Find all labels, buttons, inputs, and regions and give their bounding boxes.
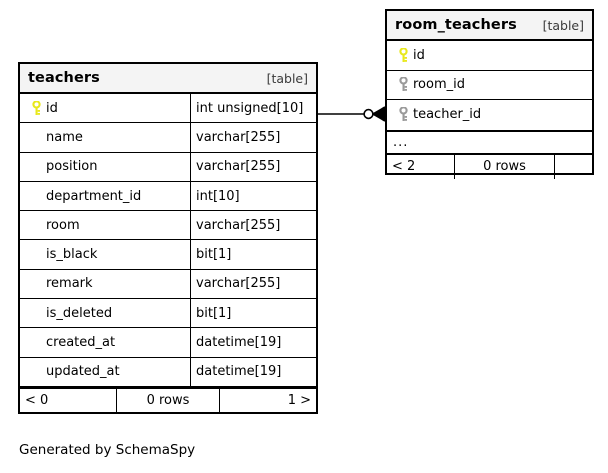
entity-type-tag: [table] <box>542 17 584 33</box>
column-type-label: bit[1] <box>190 299 316 328</box>
column-row[interactable]: position varchar[255] <box>20 152 316 182</box>
more-columns-indicator[interactable]: ... <box>387 132 592 155</box>
foreign-key-icon <box>393 77 413 92</box>
previous-page-button[interactable]: < 2 <box>392 159 416 174</box>
column-row[interactable]: created_at datetime[19] <box>20 328 316 358</box>
column-row[interactable]: room_id <box>387 71 592 100</box>
entity-footer-room-teachers: < 2 0 rows <box>387 154 592 179</box>
column-name-label: updated_at <box>46 364 120 380</box>
column-row[interactable]: updated_at datetime[19] <box>20 357 316 387</box>
entity-table-room-teachers[interactable]: room_teachers [table] id <box>385 9 594 179</box>
column-type-label: int unsigned[10] <box>190 94 316 123</box>
column-name-label: department_id <box>46 188 142 204</box>
column-name-cell: id <box>387 41 592 70</box>
column-row[interactable]: id int unsigned[10] <box>20 94 316 124</box>
row-count-label: 0 rows <box>454 154 555 179</box>
relationship-connector <box>318 98 386 130</box>
column-type-label: datetime[19] <box>190 357 316 386</box>
column-name-cell: position <box>20 153 190 181</box>
entity-title: teachers <box>28 70 100 86</box>
column-name-label: created_at <box>46 335 116 351</box>
foreign-key-icon <box>393 107 413 122</box>
crows-foot-marker <box>373 107 385 121</box>
zero-or-one-marker <box>363 108 374 120</box>
row-count-label: 0 rows <box>116 388 220 412</box>
column-row[interactable]: is_deleted bit[1] <box>20 299 316 329</box>
column-type-label: varchar[255] <box>190 123 316 152</box>
column-name-label: room_id <box>413 77 465 93</box>
entity-header-room-teachers: room_teachers [table] <box>387 11 592 41</box>
column-name-label: room <box>46 217 80 233</box>
column-row[interactable]: department_id int[10] <box>20 181 316 212</box>
column-row[interactable]: name varchar[255] <box>20 123 316 153</box>
column-type-label: varchar[255] <box>190 269 316 299</box>
column-name-label: name <box>46 129 83 145</box>
column-name-cell: is_black <box>20 240 190 268</box>
column-row[interactable]: id <box>387 41 592 71</box>
column-row[interactable]: teacher_id <box>387 100 592 130</box>
column-name-cell: is_deleted <box>20 299 190 327</box>
entity-header-teachers: teachers [table] <box>20 64 316 94</box>
entity-footer-teachers: < 0 0 rows 1 > <box>20 386 316 412</box>
column-name-cell: name <box>20 123 190 151</box>
column-type-label: varchar[255] <box>190 152 316 181</box>
column-type-label: varchar[255] <box>190 211 316 240</box>
column-name-label: remark <box>46 276 93 292</box>
next-page-button[interactable]: 1 > <box>287 392 311 408</box>
column-name-label: is_black <box>46 247 98 263</box>
column-name-label: is_deleted <box>46 305 113 321</box>
column-name-label: position <box>46 159 98 175</box>
column-type-label: bit[1] <box>190 240 316 269</box>
column-row[interactable]: is_black bit[1] <box>20 240 316 270</box>
entity-title: room_teachers <box>395 17 517 33</box>
column-row[interactable]: remark varchar[255] <box>20 269 316 300</box>
column-type-label: int[10] <box>190 181 316 211</box>
entity-type-tag: [table] <box>266 70 308 86</box>
column-name-cell: id <box>20 94 190 122</box>
column-name-cell: remark <box>20 270 190 298</box>
next-page-button[interactable] <box>555 155 592 179</box>
column-name-cell: room <box>20 211 190 239</box>
column-name-cell: teacher_id <box>387 100 592 130</box>
column-name-label: teacher_id <box>413 107 482 123</box>
previous-page-button[interactable]: < 0 <box>25 392 49 408</box>
column-name-cell: department_id <box>20 182 190 210</box>
column-row[interactable]: room varchar[255] <box>20 211 316 241</box>
column-type-label: datetime[19] <box>190 328 316 357</box>
column-name-label: id <box>413 47 425 63</box>
primary-key-icon <box>393 47 413 63</box>
entity-table-teachers[interactable]: teachers [table] id int unsigned[10] <box>18 62 318 414</box>
column-name-cell: room_id <box>387 71 592 100</box>
column-list: id room_id <box>387 41 592 132</box>
column-name-cell: updated_at <box>20 358 190 386</box>
generated-by-caption: Generated by SchemaSpy <box>19 442 196 458</box>
primary-key-icon <box>26 100 46 116</box>
column-name-label: id <box>46 100 58 116</box>
column-name-cell: created_at <box>20 328 190 356</box>
